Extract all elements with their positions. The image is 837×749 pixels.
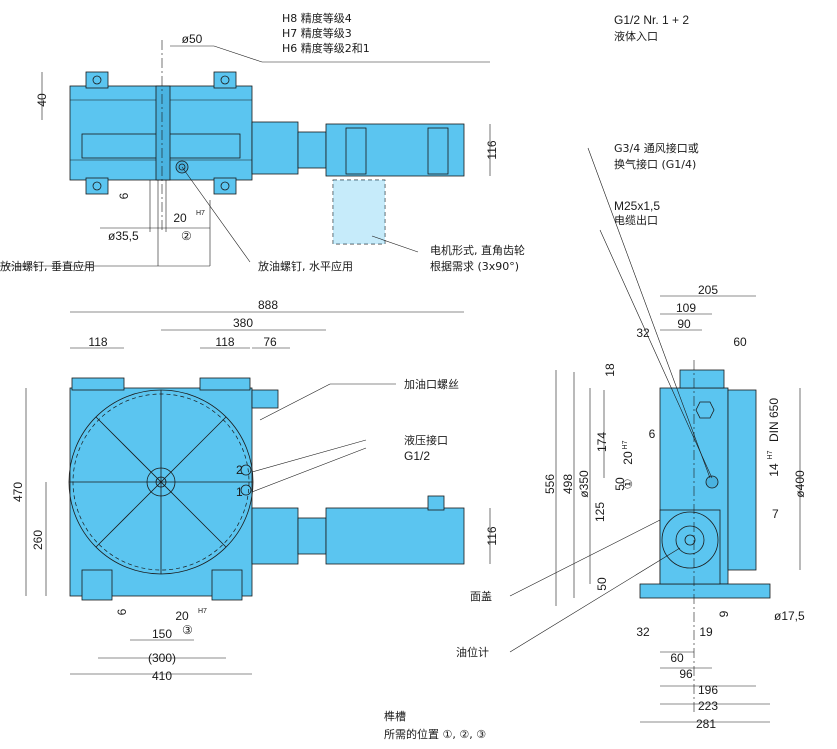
side-dim-14: 14 — [767, 463, 781, 477]
side-g12-title: G1/2 Nr. 1 + 2 — [614, 13, 689, 27]
side-dim-d175: ø17,5 — [774, 609, 805, 623]
bottom-lug-left — [85, 177, 109, 195]
front-dim-20: 20 — [175, 609, 189, 623]
top-dim-20-sup: H7 — [196, 210, 205, 217]
top-lug-left — [85, 71, 109, 89]
side-dim-50b: 50 — [595, 577, 609, 591]
front-dim-470: 470 — [11, 482, 25, 502]
side-dim-205: 205 — [698, 283, 718, 297]
front-dim-410: 410 — [152, 669, 172, 683]
bottom-lug-right — [213, 177, 237, 195]
top-dim-d50: ø50 — [182, 32, 203, 46]
label-oil-fill-screw: 加油口螺丝 — [404, 377, 459, 391]
front-circ-3: ③ — [182, 623, 193, 637]
label-hydraulic-1: 液压接口 — [404, 433, 448, 447]
side-dim-d400: ø400 — [793, 470, 807, 498]
front-dim-150: 150 — [152, 627, 172, 641]
side-dim-498: 498 — [561, 474, 575, 494]
front-dim-116: 116 — [485, 526, 499, 545]
footer-line-2: 所需的位置 ①, ②, ③ — [384, 727, 486, 741]
top-dim-20: 20 — [173, 211, 187, 225]
side-dim-96: 96 — [679, 667, 693, 681]
side-dim-18: 18 — [603, 363, 617, 377]
top-dim-40: 40 — [35, 93, 49, 107]
note-motor-1: 电机形式, 直角齿轮 — [430, 243, 525, 257]
footer-line-1: 榫槽 — [384, 709, 406, 723]
port-2: 2 — [236, 463, 243, 477]
top-circ-2: ② — [181, 229, 192, 243]
side-dim-125: 125 — [593, 502, 607, 522]
port-1: 1 — [236, 485, 243, 499]
side-dim-6: 6 — [649, 427, 656, 441]
tolerance-line-1: H8 精度等级4 — [282, 11, 352, 25]
side-dim-32b: 32 — [636, 625, 650, 639]
front-dim-6: 6 — [115, 608, 129, 615]
side-dim-20: 20 — [621, 451, 635, 465]
side-dim-din: DIN 650 — [767, 398, 781, 442]
top-lug-right — [213, 71, 237, 89]
label-hydraulic-2: G1/2 — [404, 449, 430, 463]
top-dim-116: 116 — [485, 140, 499, 159]
side-dim-223: 223 — [698, 699, 718, 713]
label-cover: 面盖 — [470, 589, 492, 603]
side-dim-32a: 32 — [636, 326, 650, 340]
front-dim-118a: 118 — [88, 335, 107, 349]
side-circ-1: ① — [621, 479, 635, 490]
side-dim-d350: ø350 — [577, 470, 591, 498]
side-g12-sub: 液体入口 — [614, 29, 658, 43]
side-dim-7: 7 — [772, 507, 779, 521]
side-dim-9: 9 — [717, 610, 731, 617]
front-dim-76: 76 — [263, 335, 277, 349]
side-m25-1: M25x1,5 — [614, 199, 660, 213]
top-view: 40 6 116 ø50 H8 精度等级4 H7 精度等级3 H6 精度等级2和… — [0, 11, 525, 273]
side-dim-50a: 50 — [613, 477, 627, 491]
note-motor-2: 根据需求 (3x90°) — [430, 259, 519, 273]
tolerance-line-3: H6 精度等级2和1 — [282, 41, 370, 55]
label-oil-level: 油位计 — [456, 645, 489, 659]
side-dim-60b: 60 — [670, 651, 684, 665]
top-dim-6: 6 — [117, 192, 131, 199]
side-vent-2: 换气接口 (G1/4) — [614, 157, 696, 171]
side-view: G1/2 Nr. 1 + 2 液体入口 G3/4 通风接口或 换气接口 (G1/… — [456, 13, 807, 731]
side-dim-90: 90 — [677, 317, 691, 331]
side-dim-556: 556 — [543, 474, 557, 494]
side-dim-14-sup: H7 — [767, 450, 774, 459]
front-dim-118b: 118 — [215, 335, 234, 349]
front-dim-300: (300) — [148, 651, 176, 665]
side-dim-60a: 60 — [733, 335, 747, 349]
front-dim-20-sup: H7 — [198, 608, 207, 615]
front-dim-888: 888 — [258, 298, 278, 312]
note-vertical-drain: 放油螺钉, 垂直应用 — [0, 259, 95, 273]
side-m25-2: 电缆出口 — [614, 213, 658, 227]
front-dim-380: 380 — [233, 316, 253, 330]
front-view: 888 380 118 118 76 470 260 116 6 20 H7 1… — [11, 298, 499, 683]
side-dim-281: 281 — [696, 717, 716, 731]
side-dim-174: 174 — [595, 432, 609, 452]
side-dim-109: 109 — [676, 301, 696, 315]
tolerance-line-2: H7 精度等级3 — [282, 26, 352, 40]
note-horizontal-drain: 放油螺钉, 水平应用 — [258, 259, 353, 273]
side-vent-1: G3/4 通风接口或 — [614, 142, 699, 155]
side-dim-20-sup: H7 — [622, 440, 629, 449]
top-dim-d35: ø35,5 — [108, 229, 139, 243]
side-dim-196: 196 — [698, 683, 718, 697]
front-dim-260: 260 — [31, 530, 45, 550]
side-dim-19: 19 — [699, 625, 713, 639]
